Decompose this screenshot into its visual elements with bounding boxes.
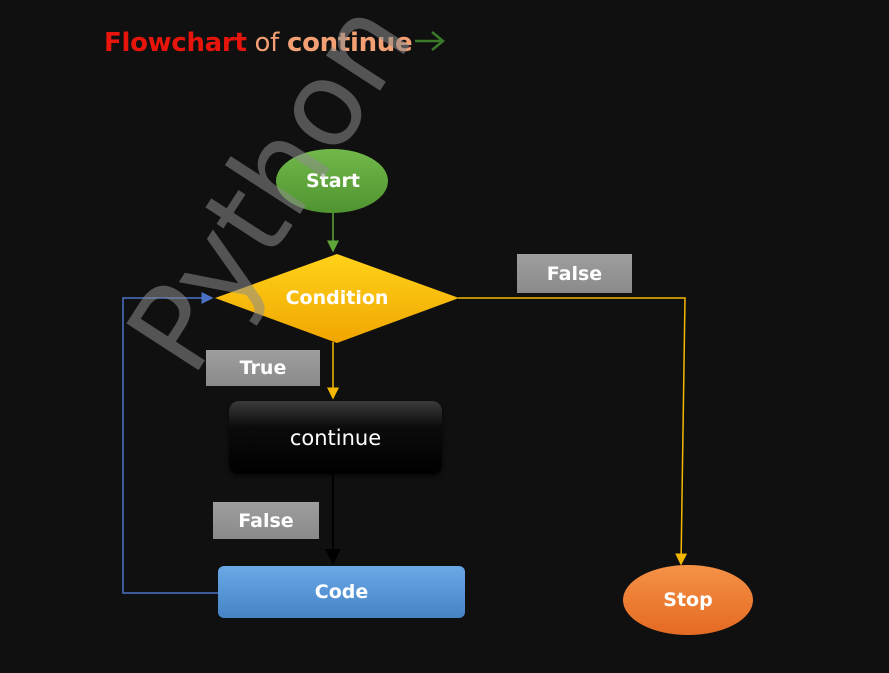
edge-code-to-condition [122,292,218,594]
start-node [276,149,388,213]
edge-condition-to-stop [458,297,688,566]
false-edge-label-top: False [517,254,632,293]
title-continue: continue [286,28,413,58]
condition-label: Condition [285,287,389,309]
condition-node [215,254,459,343]
title-flowchart: Flowchart [104,28,247,58]
start-label: Start [305,170,361,192]
code-label: Code [314,581,369,603]
continue-node: continue [229,401,442,474]
stop-label: Stop [663,589,713,611]
code-node: Code [218,566,465,618]
true-edge-label: True [206,350,320,386]
stop-node [623,565,753,635]
right-arrow-icon [414,29,446,59]
page-title: Flowchart of continue [104,28,446,59]
false-edge-label-bottom: False [213,502,319,539]
continue-label: continue [289,425,382,450]
title-of: of [246,28,287,58]
